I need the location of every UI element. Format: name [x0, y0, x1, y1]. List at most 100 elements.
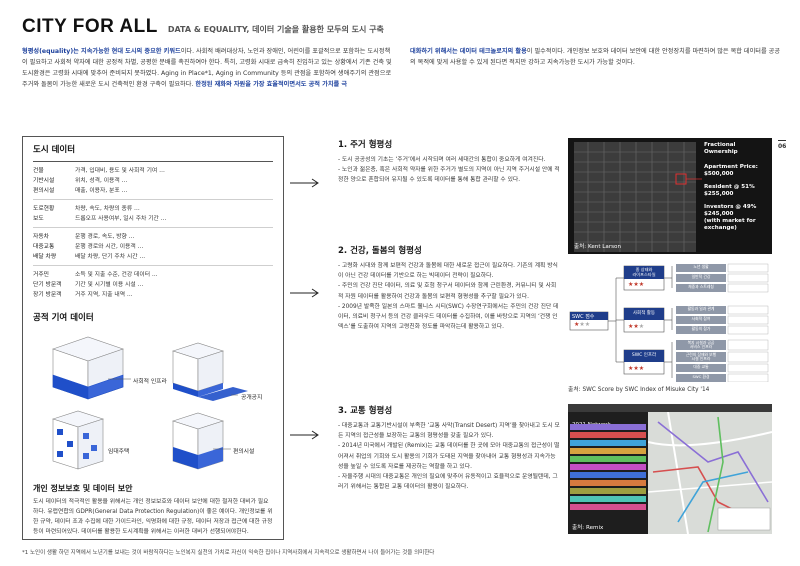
- section-housing: 1. 주거 형평성 - 도시 공공성의 기초는 ‘주거’에서 시작되며 여러 세…: [338, 138, 560, 186]
- iso-label-convenience: 편의시설: [233, 449, 255, 455]
- data-row: 거주민 소득 및 지출 수준, 건강 데이터 …: [33, 270, 273, 280]
- data-row-key: 배달 차량: [33, 254, 57, 260]
- data-row-value: 위치, 성격, 이용객 …: [75, 178, 128, 184]
- data-row-value: 드롭오프 사용여부, 일시 주차 기간 …: [75, 216, 167, 222]
- footnote: *1 노인이 생활 하던 지역에서 노년기를 보내는 것이 바람직하다는 노인복…: [22, 550, 435, 556]
- swc-item-label: 복지 시설과 공공 서비스 인프라: [687, 340, 715, 350]
- title-row: CITY FOR ALL DATA & EQUALITY, 데이터 기술을 활용…: [22, 16, 384, 38]
- data-row-key: 단기 방문객: [33, 282, 62, 288]
- intro-highlight-2: 한정된 재화와 자원을 가장 효율적이면서도 공적 가치를 극: [195, 81, 348, 88]
- building-facade-image: [568, 138, 772, 254]
- data-row-key: 도로현황: [33, 206, 55, 212]
- swc-group-social: [623, 307, 665, 333]
- swc-group-stars: ★★★: [628, 281, 645, 288]
- intro-body: 이다. 사회적 배려대상자, 노인과 장애인, 어린이를 포괄적으로 포함하는 …: [22, 48, 392, 88]
- iso-label-public-space: 공개공지: [241, 395, 263, 401]
- data-row: 배달 차량 배달 차량, 단기 주차 시간 …: [33, 252, 273, 262]
- data-row: 기반시설 위치, 성격, 이용객 …: [33, 176, 273, 186]
- swc-item-label: 근린의 장애와 보행 시설 인프라: [685, 352, 717, 362]
- data-row-key: 건물: [33, 168, 44, 174]
- privacy-text: 도시 데이터의 적극적인 활용을 위해서는 개인 정보보호와 데이터 보안에 대…: [33, 499, 273, 535]
- map-route-panel: 2021 Network: [568, 412, 648, 534]
- iso-label-rental: 임대주택: [108, 449, 130, 455]
- data-row-value: 가격, 입대비, 용도 및 사회적 기여 …: [75, 168, 165, 174]
- data-row: 보도 드롭오프 사용여부, 일시 주차 기간 …: [33, 214, 273, 224]
- data-row-key: 자동차: [33, 234, 49, 240]
- swc-item-label: 체중과 스트레칭: [688, 284, 714, 289]
- arrow-right-icon: [290, 178, 319, 188]
- swc-tree: [569, 263, 769, 383]
- map-caption: 출처: Remix: [572, 525, 604, 531]
- intro-right: 대화하기 위해서는 데이터 테크놀로지의 활용이 필수적이다. 개인정보 보호와…: [410, 46, 782, 68]
- data-row: 건물 가격, 입대비, 용도 및 사회적 기여 …: [33, 166, 273, 176]
- section-heading: 2. 건강, 돌봄의 형평성: [338, 246, 422, 256]
- data-row-key: 거주민: [33, 272, 49, 278]
- data-row: 편의시설 매출, 이용자, 분포 …: [33, 186, 273, 196]
- swc-score-label: SWC 점수: [572, 314, 595, 320]
- arrow-right-icon: [290, 430, 319, 440]
- arrow-right-icon: [290, 288, 319, 298]
- iso-diagram: 사회적 인프라 공개공지 임대주택 편의시설: [33, 329, 273, 479]
- remix-map: 2021 Network 출처: Remix: [568, 404, 772, 534]
- swc-item-label: 노년 생활: [693, 264, 709, 269]
- data-row-value: 기간 및 시기별 이용 시설 …: [75, 282, 144, 288]
- page-title: CITY FOR ALL: [22, 16, 158, 37]
- photo-credit: 출처: Kent Larson: [574, 244, 622, 250]
- swc-item-label: 활동과 일과 관계: [687, 306, 715, 311]
- data-row-value: 매출, 이용자, 분포 …: [75, 188, 128, 194]
- city-data-panel: 도시 데이터 건물 가격, 입대비, 용도 및 사회적 기여 … 기반시설 위치, 성…: [22, 136, 284, 540]
- data-row-value: 거주 지역, 지출 내역 …: [75, 292, 133, 298]
- swc-item-label: 사회적 참여: [691, 316, 711, 321]
- swc-item-label: 대중 교통: [693, 364, 709, 369]
- iso-building-convenience: [172, 412, 224, 470]
- swc-item-label: SWC 환경: [692, 374, 710, 379]
- swc-diagram: SWC 점수 ★★★ 종 상태와 라이프스타일 사회적 활동 SWC 인프라 ★…: [568, 262, 772, 383]
- iso-label-infra: 사회적 인프라: [133, 379, 167, 385]
- data-row-key: 보도: [33, 216, 44, 222]
- data-row-value: 차량, 속도, 차량의 종류 …: [75, 206, 140, 212]
- swc-item-label: 일반적 건강: [691, 274, 711, 279]
- data-row-value: 운행 경로와 시간, 이용객 …: [75, 244, 144, 250]
- section-body: - 대중교통과 교통기반시설이 부족한 ‘교통 사막(Transit Deser…: [338, 423, 560, 491]
- photo-label-price: Apartment Price: $500,000: [704, 164, 758, 177]
- map-routes-illustration: [647, 411, 772, 534]
- intro-highlight: 형평성(equality)는 지속가능한 현대 도시의 중요한 키워드: [22, 48, 181, 55]
- privacy-heading: 개인 정보보호 및 데이터 보안: [33, 484, 133, 493]
- section-heading: 3. 교통 형평성: [338, 406, 393, 416]
- photo-label-investors: Investors @ 49% $245,000 (with market fo…: [704, 204, 757, 231]
- iso-building-public-space: [172, 342, 248, 401]
- section-body: - 도시 공공성의 기초는 ‘주거’에서 시작되며 여러 세대간의 통합이 중요…: [338, 157, 560, 184]
- intro-right-body: 이 필수적이다. 개인정보 보호와 데이터 보안에 대한 안정장치를 마련하여 …: [410, 48, 781, 66]
- swc-group-label: SWC 인프라: [631, 353, 657, 358]
- photo-label-ownership: Fractional Ownership: [704, 142, 738, 155]
- data-row-key: 장기 방문객: [33, 292, 62, 298]
- swc-group-label: 종 상태와 라이프스타일: [632, 267, 656, 277]
- data-row-key: 기반시설: [33, 178, 55, 184]
- data-group: 건물 가격, 입대비, 용도 및 사회적 기여 … 기반시설 위치, 성격, 이용객 …: [33, 161, 273, 199]
- data-row-key: 편의시설: [33, 188, 55, 194]
- data-group: 거주민 소득 및 지출 수준, 건강 데이터 … 단기 방문객 기간 및 시기별 이용…: [33, 265, 273, 303]
- building-photo: Fractional Ownership Apartment Price: $5…: [568, 138, 772, 254]
- photo-label-resident: Resident @ 51% $255,000: [704, 184, 755, 197]
- city-data-groups: 건물 가격, 입대비, 용도 및 사회적 기여 … 기반시설 위치, 성격, 이용객 …: [33, 161, 273, 303]
- data-row-value: 소득 및 지출 수준, 건강 데이터 …: [75, 272, 158, 278]
- data-row-value: 배달 차량, 단기 주차 시간 …: [75, 254, 146, 260]
- swc-group-stars: ★★★: [628, 323, 645, 330]
- iso-building-rental: [52, 410, 104, 470]
- map-toolbar: [568, 404, 772, 412]
- data-row: 단기 방문객 기간 및 시기별 이용 시설 …: [33, 280, 273, 290]
- city-data-heading: 도시 데이터: [33, 145, 76, 155]
- swc-group-lifestyle: [623, 265, 665, 291]
- section-body: - 고령화 시대와 함께 보편적 건강과 돌봄에 대한 새로운 접근이 필요하다…: [338, 263, 559, 331]
- data-row-value: 운행 경로, 속도, 방향 …: [75, 234, 135, 240]
- section-health: 2. 건강, 돌봄의 형평성 - 고령화 시대와 함께 보편적 건강과 돌봄에 …: [338, 244, 560, 332]
- section-transport: 3. 교통 형평성 - 대중교통과 교통기반시설이 부족한 ‘교통 사막(Tra…: [338, 404, 560, 492]
- iso-building-infra: [52, 336, 124, 400]
- map-canvas[interactable]: [647, 411, 772, 534]
- swc-group-label: 사회적 활동: [632, 311, 656, 316]
- data-row: 도로현황 차량, 속도, 차량의 종류 …: [33, 204, 273, 214]
- page-number: 06: [778, 140, 787, 150]
- data-group: 도로현황 차량, 속도, 차량의 종류 … 보도 드롭오프 사용여부, 일시 주차 기…: [33, 199, 273, 227]
